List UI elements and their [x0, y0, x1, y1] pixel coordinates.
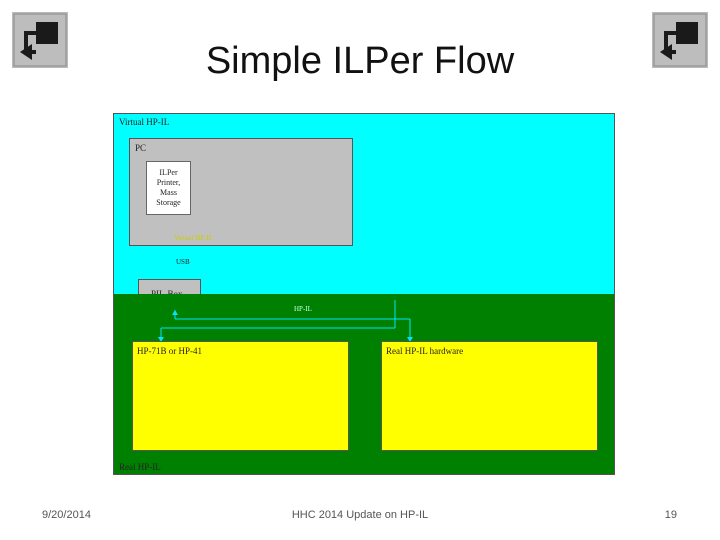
hpil-wiring: [158, 300, 413, 342]
flow-diagram: Virtual HP-IL PC ILPer Printer, Mass Sto…: [113, 113, 615, 475]
hp71-label: HP-71B or HP-41: [137, 346, 203, 356]
ilper-line: ILPer: [159, 168, 178, 177]
hardware-label: Real HP-IL hardware: [386, 346, 464, 356]
hp71-box: HP-71B or HP-41: [132, 341, 349, 451]
footer-date: 9/20/2014: [42, 509, 91, 521]
virtual-il-label: Virtual HP-IL: [174, 234, 214, 242]
footer-center: HHC 2014 Update on HP-IL: [291, 509, 429, 521]
usb-label: USB: [176, 258, 190, 266]
ilper-line: Printer,: [156, 178, 181, 187]
real-zone-label: Real HP-IL: [119, 462, 161, 472]
ilper-box: ILPer Printer, Mass Storage: [146, 161, 191, 215]
arrow-down-icon: [407, 337, 413, 342]
return-arrow-icon[interactable]: [652, 12, 708, 68]
slide-title: Simple ILPer Flow: [205, 40, 515, 82]
pc-box: PC ILPer Printer, Mass Storage Virtual H…: [129, 138, 353, 246]
virtual-zone-label: Virtual HP-IL: [119, 117, 170, 127]
arrow-down-icon: [158, 337, 164, 342]
hpil-label: HP-IL: [294, 305, 312, 313]
hardware-box: Real HP-IL hardware: [381, 341, 598, 451]
ilper-line: Storage: [156, 198, 181, 207]
page-number: 19: [664, 509, 677, 521]
arrow-up-icon: [172, 310, 178, 315]
pc-label: PC: [135, 143, 147, 153]
return-arrow-icon[interactable]: [12, 12, 68, 68]
ilper-line: Mass: [160, 188, 177, 197]
